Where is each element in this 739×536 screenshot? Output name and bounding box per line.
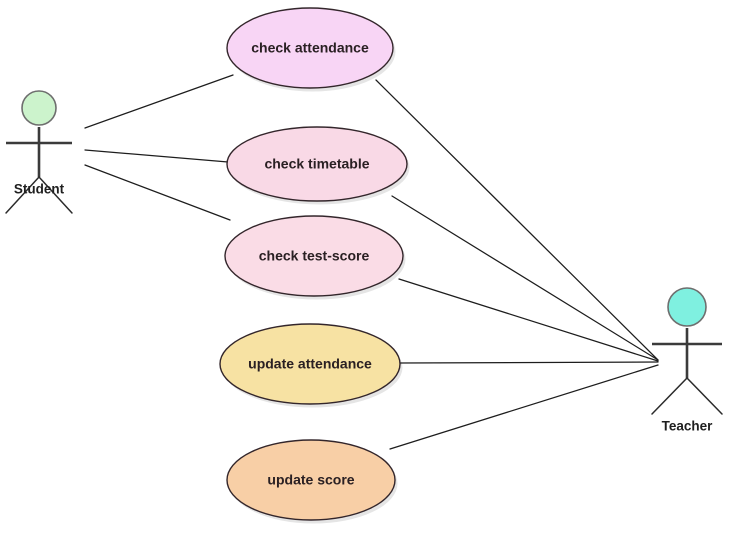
actor-leg-right — [38, 176, 73, 214]
association-line[interactable] — [389, 364, 659, 450]
use-case-ellipse[interactable] — [226, 7, 394, 89]
actor-head — [21, 90, 57, 126]
association-teacher-check-attendance[interactable] — [375, 79, 659, 361]
use-case-check-test-score[interactable]: check test-score — [224, 215, 406, 300]
association-line[interactable] — [84, 164, 231, 221]
actor-leg-left — [5, 176, 40, 214]
use-case-label: check timetable — [264, 156, 369, 172]
association-student-check-timetable[interactable] — [84, 149, 229, 163]
association-teacher-update-score[interactable] — [389, 364, 659, 450]
association-student-check-test-score[interactable] — [84, 164, 231, 221]
association-line[interactable] — [84, 149, 229, 163]
use-case-ellipses-group: check attendance check timetable check tes… — [219, 7, 410, 524]
use-case-check-attendance[interactable]: check attendance — [226, 7, 396, 92]
actor-teacher[interactable]: Teacher — [651, 287, 723, 434]
association-line[interactable] — [375, 79, 659, 361]
actor-leg-left — [651, 377, 688, 415]
association-line[interactable] — [398, 278, 659, 362]
use-case-check-timetable[interactable]: check timetable — [226, 126, 410, 205]
use-case-update-score[interactable]: update score — [226, 439, 398, 524]
use-case-ellipse[interactable] — [224, 215, 404, 297]
actor-label: Teacher — [662, 419, 714, 434]
use-case-label: check test-score — [259, 248, 370, 264]
actor-label: Student — [14, 182, 65, 197]
use-case-update-attendance[interactable]: update attendance — [219, 323, 403, 408]
association-line[interactable] — [84, 74, 234, 129]
use-case-ellipse[interactable] — [226, 439, 396, 521]
association-student-check-attendance[interactable] — [84, 74, 234, 129]
use-case-label: check attendance — [251, 40, 369, 56]
association-line[interactable] — [399, 361, 659, 364]
association-lines-group — [84, 74, 659, 450]
use-case-ellipse[interactable] — [226, 126, 408, 202]
use-case-label: update score — [267, 472, 354, 488]
use-case-ellipse[interactable] — [219, 323, 401, 405]
actor-head — [667, 287, 707, 327]
association-teacher-check-test-score[interactable] — [398, 278, 659, 362]
association-teacher-check-timetable[interactable] — [391, 195, 659, 361]
actor-student[interactable]: Student — [5, 90, 73, 214]
actor-leg-right — [686, 377, 723, 415]
use-case-label: update attendance — [248, 356, 372, 372]
association-teacher-update-attendance[interactable] — [399, 361, 659, 364]
association-line[interactable] — [391, 195, 659, 361]
